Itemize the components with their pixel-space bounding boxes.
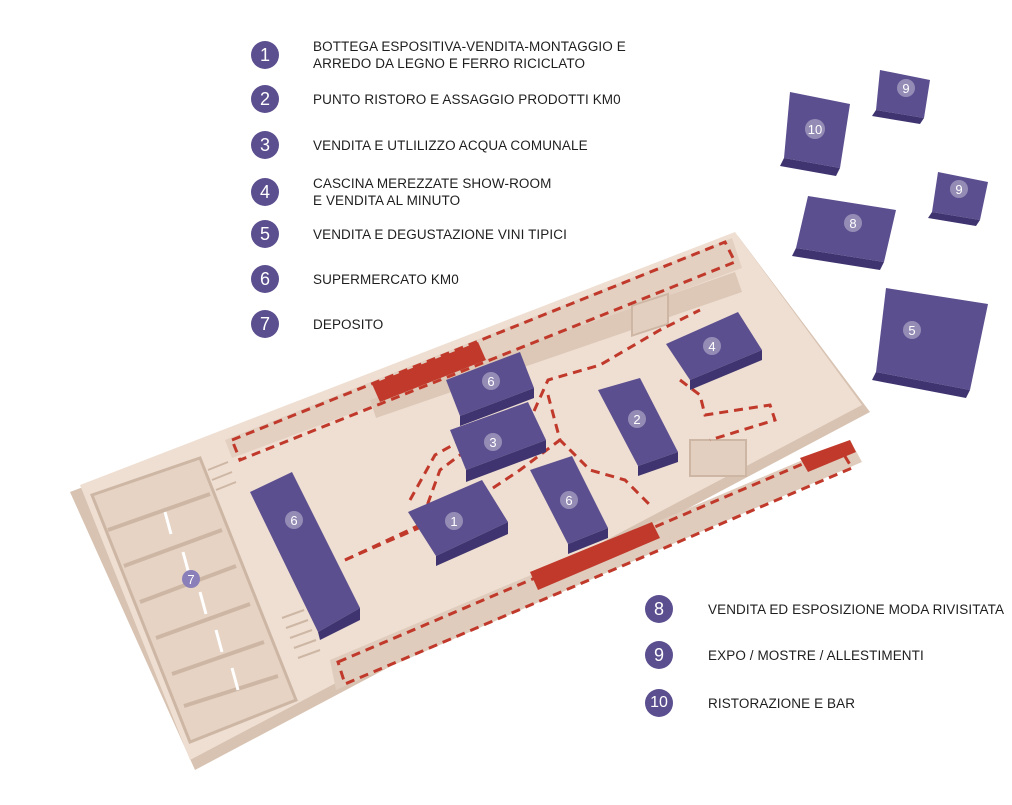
marker-3-label: 3 [489,435,496,450]
marker-10: 10 [805,119,825,139]
legend-number-10: 10 [645,689,673,717]
legend-item-3: 3 VENDITA E UTLILIZZO ACQUA COMUNALE [251,131,588,159]
legend-number-5: 5 [251,220,279,248]
legend-label-5-line-1: VENDITA E DEGUSTAZIONE VINI TIPICI [313,226,567,242]
marker-9a-label: 9 [902,81,909,96]
legend-item-6: 6 SUPERMERCATO KM0 [251,265,459,293]
marker-6a-label: 6 [290,513,297,528]
legend-number-3: 3 [251,131,279,159]
marker-1-label: 1 [450,514,457,529]
marker-2: 2 [628,410,646,428]
marker-6c: 6 [560,491,578,509]
marker-1: 1 [445,512,463,530]
marker-5-label: 5 [908,323,915,338]
marker-8-label: 8 [849,216,856,231]
legend-label-9-line-1: EXPO / MOSTRE / ALLESTIMENTI [708,647,924,663]
legend-label-1-line-1: BOTTEGA ESPOSITIVA-VENDITA-MONTAGGIO E [313,39,626,54]
legend-item-2: 2 PUNTO RISTORO E ASSAGGIO PRODOTTI KM0 [251,85,621,113]
marker-9b: 9 [950,180,968,198]
legend-label-4-line-2: E VENDITA AL MINUTO [313,193,461,208]
legend-label-5: VENDITA E DEGUSTAZIONE VINI TIPICI [313,226,567,243]
marker-8: 8 [844,214,862,232]
legend-item-1: 1 BOTTEGA ESPOSITIVA-VENDITA-MONTAGGIO E… [251,38,626,72]
legend-label-7: DEPOSITO [313,316,383,333]
legend-label-3: VENDITA E UTLILIZZO ACQUA COMUNALE [313,137,588,154]
marker-4: 4 [703,337,721,355]
legend-label-10-line-1: RISTORAZIONE E BAR [708,695,856,711]
marker-6b-label: 6 [487,374,494,389]
marker-7: 7 [182,570,200,588]
legend-number-2: 2 [251,85,279,113]
legend-label-6: SUPERMERCATO KM0 [313,271,459,288]
legend-item-5: 5 VENDITA E DEGUSTAZIONE VINI TIPICI [251,220,567,248]
marker-3: 3 [484,433,502,451]
legend-label-3-line-1: VENDITA E UTLILIZZO ACQUA COMUNALE [313,137,588,153]
upper-wall [225,238,742,458]
plan-markers: 1 2 3 4 6 6 6 7 8 9 9 10 5 [182,79,968,588]
legend-number-1: 1 [251,41,279,69]
marker-2-label: 2 [633,412,640,427]
red-ramps [372,342,856,590]
outside-modules [780,70,988,398]
legend-item-10: 10 RISTORAZIONE E BAR [645,689,855,717]
legend-label-4: CASCINA MEREZZATE SHOW-ROOM E VENDITA AL… [313,175,551,209]
legend-label-4-line-1: CASCINA MEREZZATE SHOW-ROOM [313,176,552,191]
storage-rooms [90,456,321,744]
legend-label-7-line-1: DEPOSITO [313,316,384,332]
marker-4-label: 4 [708,339,715,354]
plan-modules [250,312,762,640]
legend-item-9: 9 EXPO / MOSTRE / ALLESTIMENTI [645,641,924,669]
legend-label-8: VENDITA ED ESPOSIZIONE MODA RIVISITATA [708,601,1004,618]
legend-item-7: 7 DEPOSITO [251,310,383,338]
legend-label-9: EXPO / MOSTRE / ALLESTIMENTI [708,647,924,664]
marker-9a: 9 [897,79,915,97]
legend-item-4: 4 CASCINA MEREZZATE SHOW-ROOM E VENDITA … [251,175,551,209]
legend-number-9: 9 [645,641,673,669]
marker-6a: 6 [285,511,303,529]
legend-item-8: 8 VENDITA ED ESPOSIZIONE MODA RIVISITATA [645,595,1004,623]
marker-6b: 6 [482,372,500,390]
legend-label-8-line-1: VENDITA ED ESPOSIZIONE MODA RIVISITATA [708,601,1005,617]
marker-7-label: 7 [187,572,194,587]
marker-9b-label: 9 [955,182,962,197]
legend-label-1: BOTTEGA ESPOSITIVA-VENDITA-MONTAGGIO E A… [313,38,626,72]
legend-label-1-line-2: ARREDO DA LEGNO E FERRO RICICLATO [313,56,586,71]
legend-label-6-line-1: SUPERMERCATO KM0 [313,271,459,287]
legend-number-8: 8 [645,595,673,623]
marker-5: 5 [903,321,921,339]
marker-10-label: 10 [808,122,822,137]
legend-number-7: 7 [251,310,279,338]
legend-label-2-line-1: PUNTO RISTORO E ASSAGGIO PRODOTTI KM0 [313,91,621,107]
legend-label-10: RISTORAZIONE E BAR [708,695,855,712]
legend-number-4: 4 [251,178,279,206]
marker-6c-label: 6 [565,493,572,508]
legend-number-6: 6 [251,265,279,293]
legend-label-2: PUNTO RISTORO E ASSAGGIO PRODOTTI KM0 [313,91,621,108]
